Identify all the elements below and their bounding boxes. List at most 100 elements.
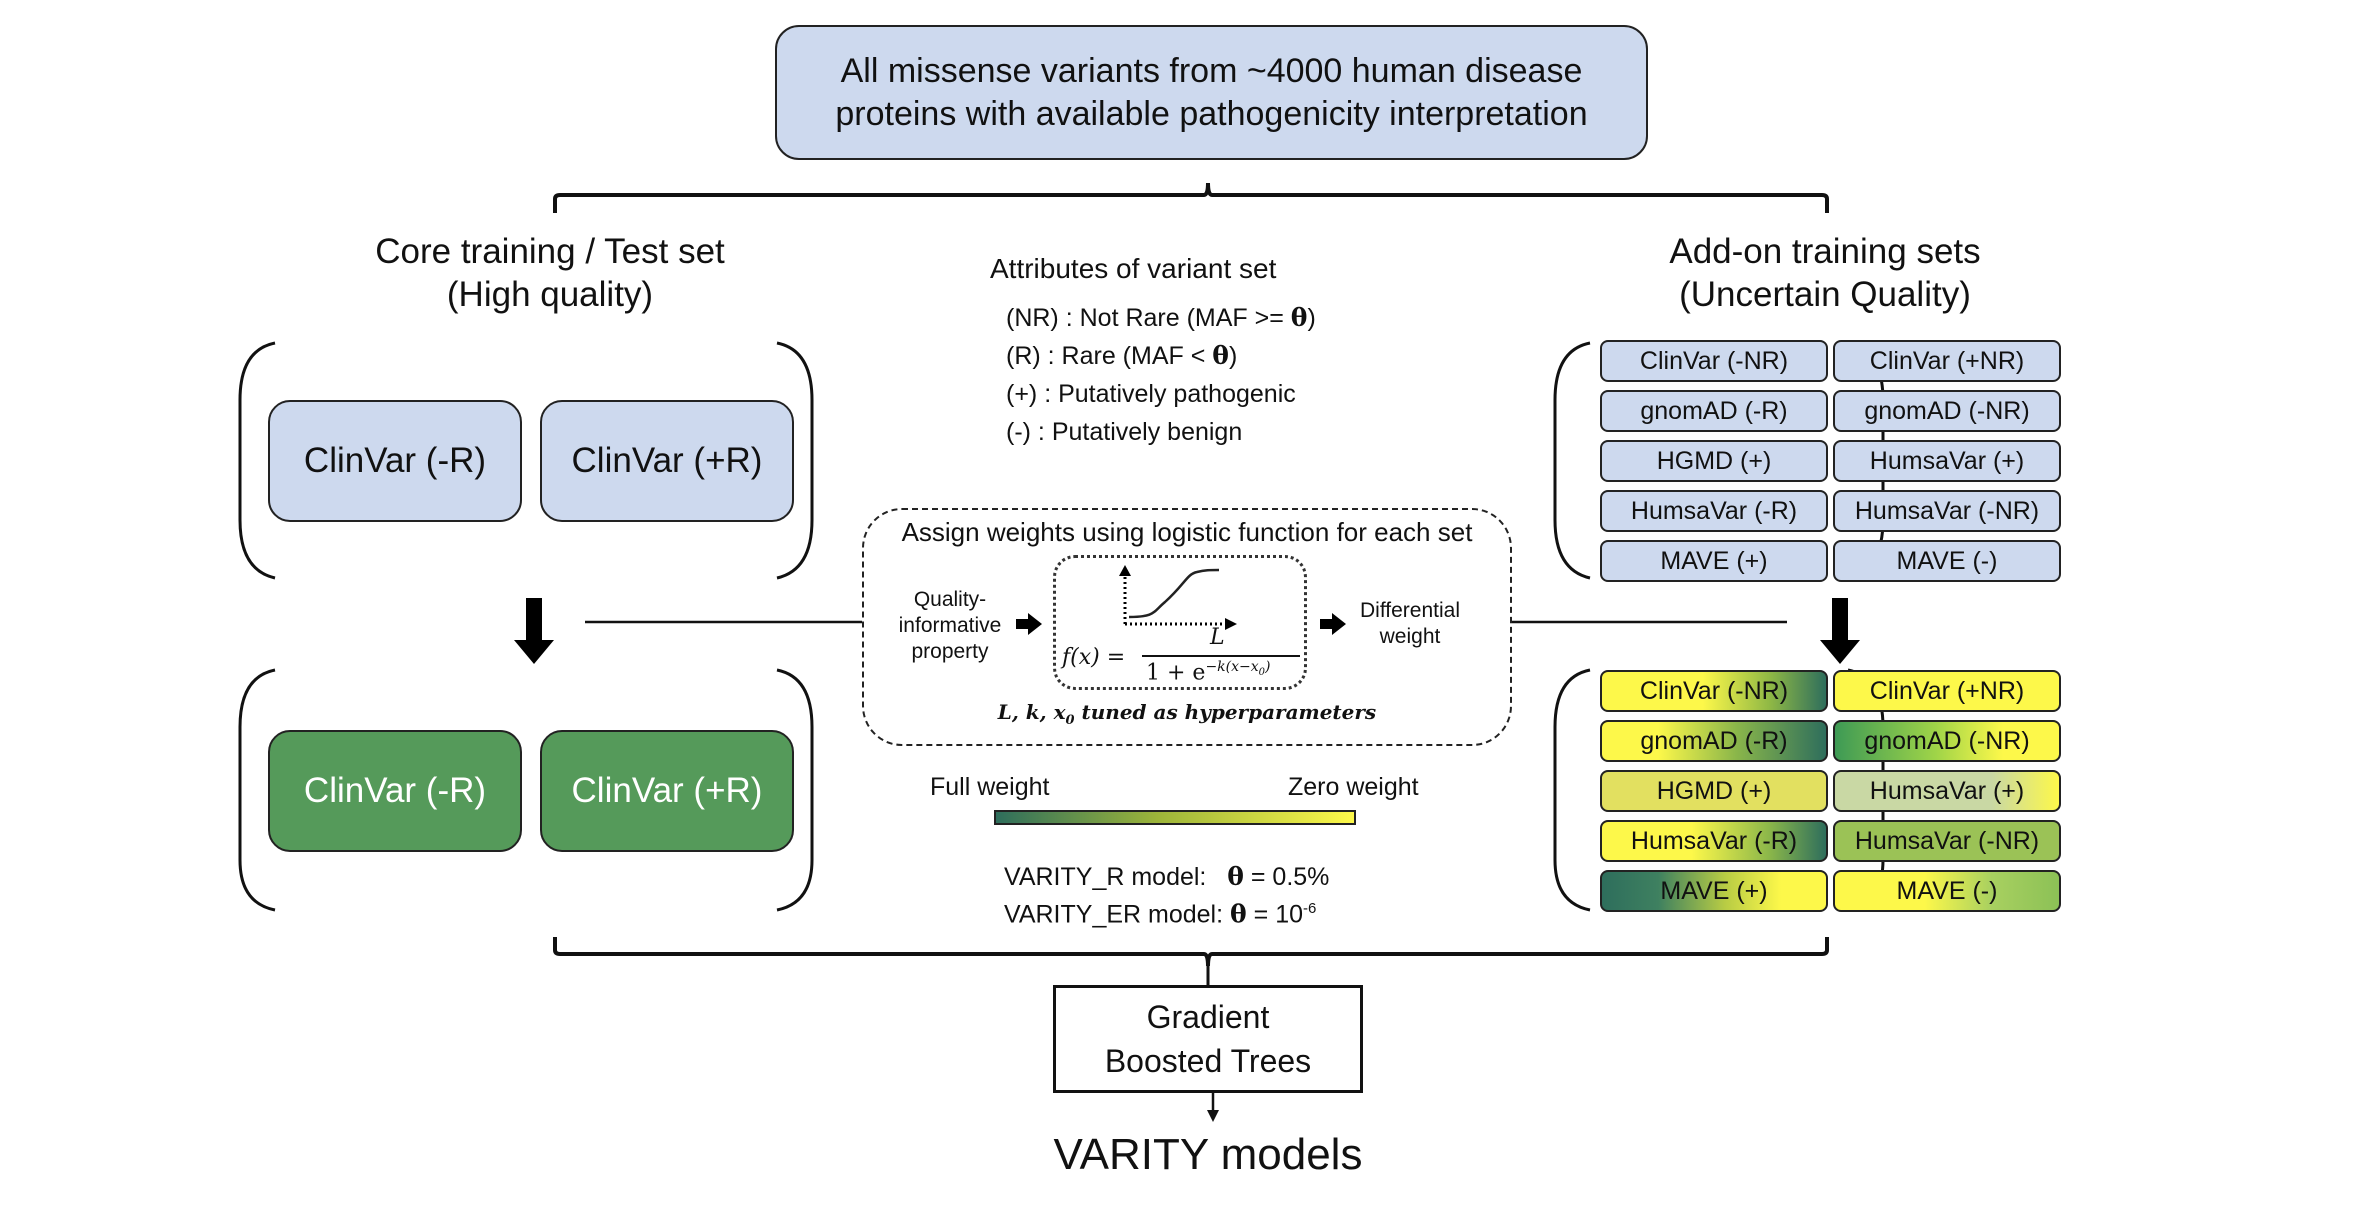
addon-set-humsavar-r: HumsaVar (-R) — [1600, 490, 1828, 532]
logistic-weighting-box — [862, 508, 1512, 746]
attribute-code: (-) : — [1006, 418, 1052, 446]
logistic-title: Assign weights using logistic function f… — [901, 517, 1473, 547]
weighted-core-set-label: ClinVar (-R) — [303, 771, 487, 810]
addon-set-label: HumsaVar (-R) — [1630, 496, 1798, 525]
addon-set-clinvar-nr: ClinVar (-NR) — [1600, 340, 1828, 382]
weighted-addon-set-label: gnomAD (-NR) — [1864, 726, 2030, 755]
varity-er-value: = 10 — [1246, 900, 1304, 929]
core-set-label: ClinVar (-R) — [303, 441, 487, 480]
weighted-addon-set-label: ClinVar (-NR) — [1639, 676, 1789, 705]
weighted-addon-set-label: MAVE (-) — [1896, 876, 1998, 905]
addon-set-gnomad-r: gnomAD (-R) — [1600, 390, 1828, 432]
gradient-boosted-trees-box: Gradient Boosted Trees — [1053, 985, 1363, 1093]
core-set-clinvar-plus-r: ClinVar (+R) — [540, 400, 794, 522]
weighted-addon-set-label: HumsaVar (-NR) — [1854, 826, 2040, 855]
addon-set-hgmd: HGMD (+) — [1600, 440, 1828, 482]
source-line-2: proteins with available pathogenicity in… — [835, 94, 1588, 133]
source-variants-box: All missense variants from ~4000 human d… — [775, 25, 1648, 160]
weighted-addon-set-mave: MAVE (-) — [1833, 870, 2061, 912]
addon-set-title: Add-on training sets (Uncertain Quality) — [1600, 230, 2050, 316]
denominator-base: 1 + e — [1146, 660, 1206, 686]
hyper-subscript: 0 — [1065, 713, 1075, 728]
theta-symbol: θ — [1227, 862, 1244, 891]
addon-set-label: MAVE (-) — [1896, 546, 1998, 575]
core-set-label: ClinVar (+R) — [571, 441, 763, 480]
weighted-addon-set-gnomad-r: gnomAD (-R) — [1600, 720, 1828, 762]
weighted-addon-set-clinvar-nr: ClinVar (-NR) — [1600, 670, 1828, 712]
attributes-title: Attributes of variant set — [990, 253, 1277, 284]
addon-title-line-1: Add-on training sets — [1669, 232, 1981, 271]
theta-symbol: θ — [1230, 899, 1247, 929]
weighted-core-set-clinvar-minus-r: ClinVar (-R) — [268, 730, 522, 852]
addon-weighted-paren-left — [1553, 668, 1591, 912]
top-brace — [553, 182, 1829, 213]
attribute-desc: Not Rare (MAF >= — [1079, 304, 1291, 332]
fraction-bar — [1142, 655, 1300, 657]
weighted-addon-set-label: HumsaVar (+) — [1869, 776, 2025, 805]
hyper-params: L, k, x — [997, 700, 1066, 724]
weighted-addon-set-hgmd: HGMD (+) — [1600, 770, 1828, 812]
attributes-list: (NR) : Not Rare (MAF >= θ)(R) : Rare (MA… — [990, 299, 1410, 451]
formula-lhs: f(x) = — [1062, 645, 1126, 670]
varity-er-exponent: -6 — [1303, 900, 1317, 917]
core-set-clinvar-minus-r: ClinVar (-R) — [268, 400, 522, 522]
varity-models-output: VARITY models — [1053, 1130, 1363, 1179]
theta-symbol: θ — [1290, 303, 1308, 332]
weighted-addon-set-humsavar-nr: HumsaVar (-NR) — [1833, 820, 2061, 862]
weighted-addon-set-label: ClinVar (+NR) — [1869, 676, 2025, 705]
core-set-title: Core training / Test set (High quality) — [320, 230, 780, 316]
addon-set-label: HGMD (+) — [1656, 446, 1772, 475]
attribute-item: (+) : Putatively pathogenic — [1006, 375, 1410, 413]
legend-full-label: Full weight — [930, 773, 1050, 801]
formula-denominator: 1 + e−k(x−x0) — [1146, 659, 1270, 685]
weighted-core-set-clinvar-plus-r: ClinVar (+R) — [540, 730, 794, 852]
gbt-out-arrowhead — [1207, 1110, 1219, 1122]
addon-set-label: MAVE (+) — [1660, 546, 1768, 575]
addon-set-humsavar: HumsaVar (+) — [1833, 440, 2061, 482]
sigmoid-plot-icon — [1119, 565, 1237, 630]
core-down-arrow — [514, 598, 554, 664]
output-arrow-icon — [1320, 613, 1346, 635]
hyper-tail: tuned as hyperparameters — [1074, 700, 1377, 724]
addon-set-label: gnomAD (-NR) — [1864, 396, 2030, 425]
weight-gradient-bar — [994, 810, 1356, 825]
varity-er-threshold: VARITY_ER model: θ = 10-6 — [1004, 893, 1329, 930]
attributes-panel: Attributes of variant set (NR) : Not Rar… — [990, 253, 1410, 451]
attribute-code: (+) : — [1006, 380, 1059, 408]
weighted-addon-set-mave: MAVE (+) — [1600, 870, 1828, 912]
varity-r-threshold: VARITY_R model: θ = 0.5% — [1004, 861, 1329, 893]
denominator-exponent: −k(x−x — [1205, 659, 1259, 675]
gbt-line-2: Boosted Trees — [1104, 1043, 1312, 1079]
weighted-addon-set-humsavar-r: HumsaVar (-R) — [1600, 820, 1828, 862]
legend-zero-label: Zero weight — [1288, 773, 1419, 801]
denominator-subscript: 0 — [1258, 666, 1266, 678]
attribute-desc: Putatively benign — [1051, 418, 1243, 446]
denominator-close: ) — [1265, 659, 1271, 675]
addon-set-humsavar-nr: HumsaVar (-NR) — [1833, 490, 2061, 532]
output-line-2: weight — [1379, 625, 1441, 648]
weighted-addon-set-gnomad-nr: gnomAD (-NR) — [1833, 720, 2061, 762]
input-line-2: informative — [898, 614, 1002, 637]
addon-set-label: ClinVar (+NR) — [1869, 346, 2025, 375]
source-line-1: All missense variants from ~4000 human d… — [840, 51, 1583, 90]
logistic-formula: f(x) = L 1 + e−k(x−x0) — [1060, 625, 1305, 688]
attribute-item: (NR) : Not Rare (MAF >= θ) — [1006, 299, 1410, 337]
weighted-addon-set-label: gnomAD (-R) — [1640, 726, 1788, 755]
differential-weight-label: Differential weight — [1345, 598, 1475, 650]
gbt-line-1: Gradient — [1146, 999, 1270, 1035]
varity-r-label: VARITY_R model: — [1004, 863, 1207, 891]
hyperparameter-note: L, k, x0 tuned as hyperparameters — [862, 700, 1512, 728]
varity-r-value: = 0.5% — [1243, 863, 1330, 891]
weighted-addon-set-label: MAVE (+) — [1660, 876, 1768, 905]
logistic-function-box — [1053, 555, 1307, 690]
formula-numerator: L — [1210, 625, 1225, 650]
weighted-addon-set-label: HumsaVar (-R) — [1630, 826, 1798, 855]
addon-title-line-2: (Uncertain Quality) — [1679, 275, 1971, 314]
core-title-line-1: Core training / Test set — [375, 232, 725, 271]
addon-down-arrow — [1820, 598, 1860, 664]
model-thresholds: VARITY_R model: θ = 0.5% VARITY_ER model… — [1004, 861, 1329, 930]
quality-property-label: Quality- informative property — [880, 587, 1020, 665]
addon-set-mave: MAVE (+) — [1600, 540, 1828, 582]
addon-paren-left — [1553, 341, 1591, 580]
weighted-core-set-label: ClinVar (+R) — [571, 771, 763, 810]
